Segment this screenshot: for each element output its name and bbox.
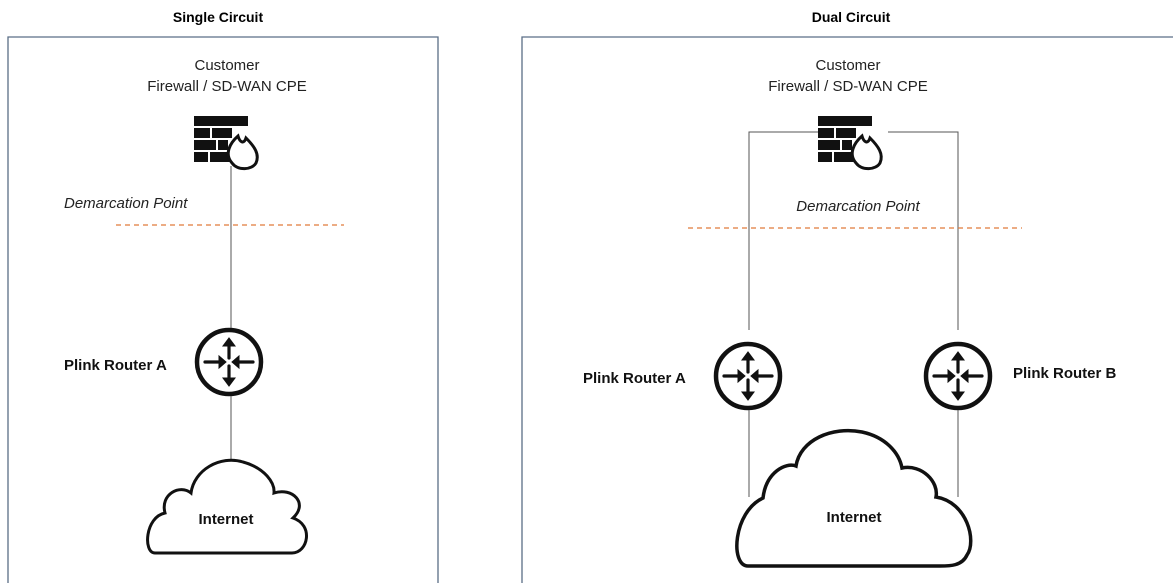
dual-cpe-label: Firewall / SD-WAN CPE xyxy=(768,78,927,95)
single-circuit-frame xyxy=(7,36,439,583)
single-demarcation-label: Demarcation Point xyxy=(64,195,188,212)
dual-router-a-label: Plink Router A xyxy=(583,370,686,387)
dual-uplink-wire-a xyxy=(748,131,818,330)
router-icon xyxy=(716,344,780,408)
dual-uplink-wire-b xyxy=(888,131,959,330)
single-cloud-label: Internet xyxy=(198,511,253,528)
router-icon xyxy=(197,330,261,394)
cloud-icon xyxy=(735,428,973,568)
dual-customer-label: Customer xyxy=(815,57,880,74)
single-circuit-panel: Single Circuit Customer Firewall / SD-WA… xyxy=(7,9,439,583)
cloud-icon xyxy=(146,458,308,555)
dual-circuit-title: Dual Circuit xyxy=(812,9,891,25)
single-router-a-label: Plink Router A xyxy=(64,357,167,374)
dual-circuit-panel: Dual Circuit Customer Firewall / SD-WAN … xyxy=(521,9,1173,583)
dual-router-b-label: Plink Router B xyxy=(1013,365,1117,382)
router-icon xyxy=(926,344,990,408)
dual-circuit-frame xyxy=(521,36,1173,583)
firewall-icon xyxy=(816,114,883,171)
single-circuit-title: Single Circuit xyxy=(173,9,264,25)
single-customer-label: Customer xyxy=(194,57,259,74)
dual-cloud-label: Internet xyxy=(826,509,881,526)
firewall-icon xyxy=(192,114,259,171)
single-cpe-label: Firewall / SD-WAN CPE xyxy=(147,78,306,95)
dual-demarcation-label: Demarcation Point xyxy=(796,198,920,215)
